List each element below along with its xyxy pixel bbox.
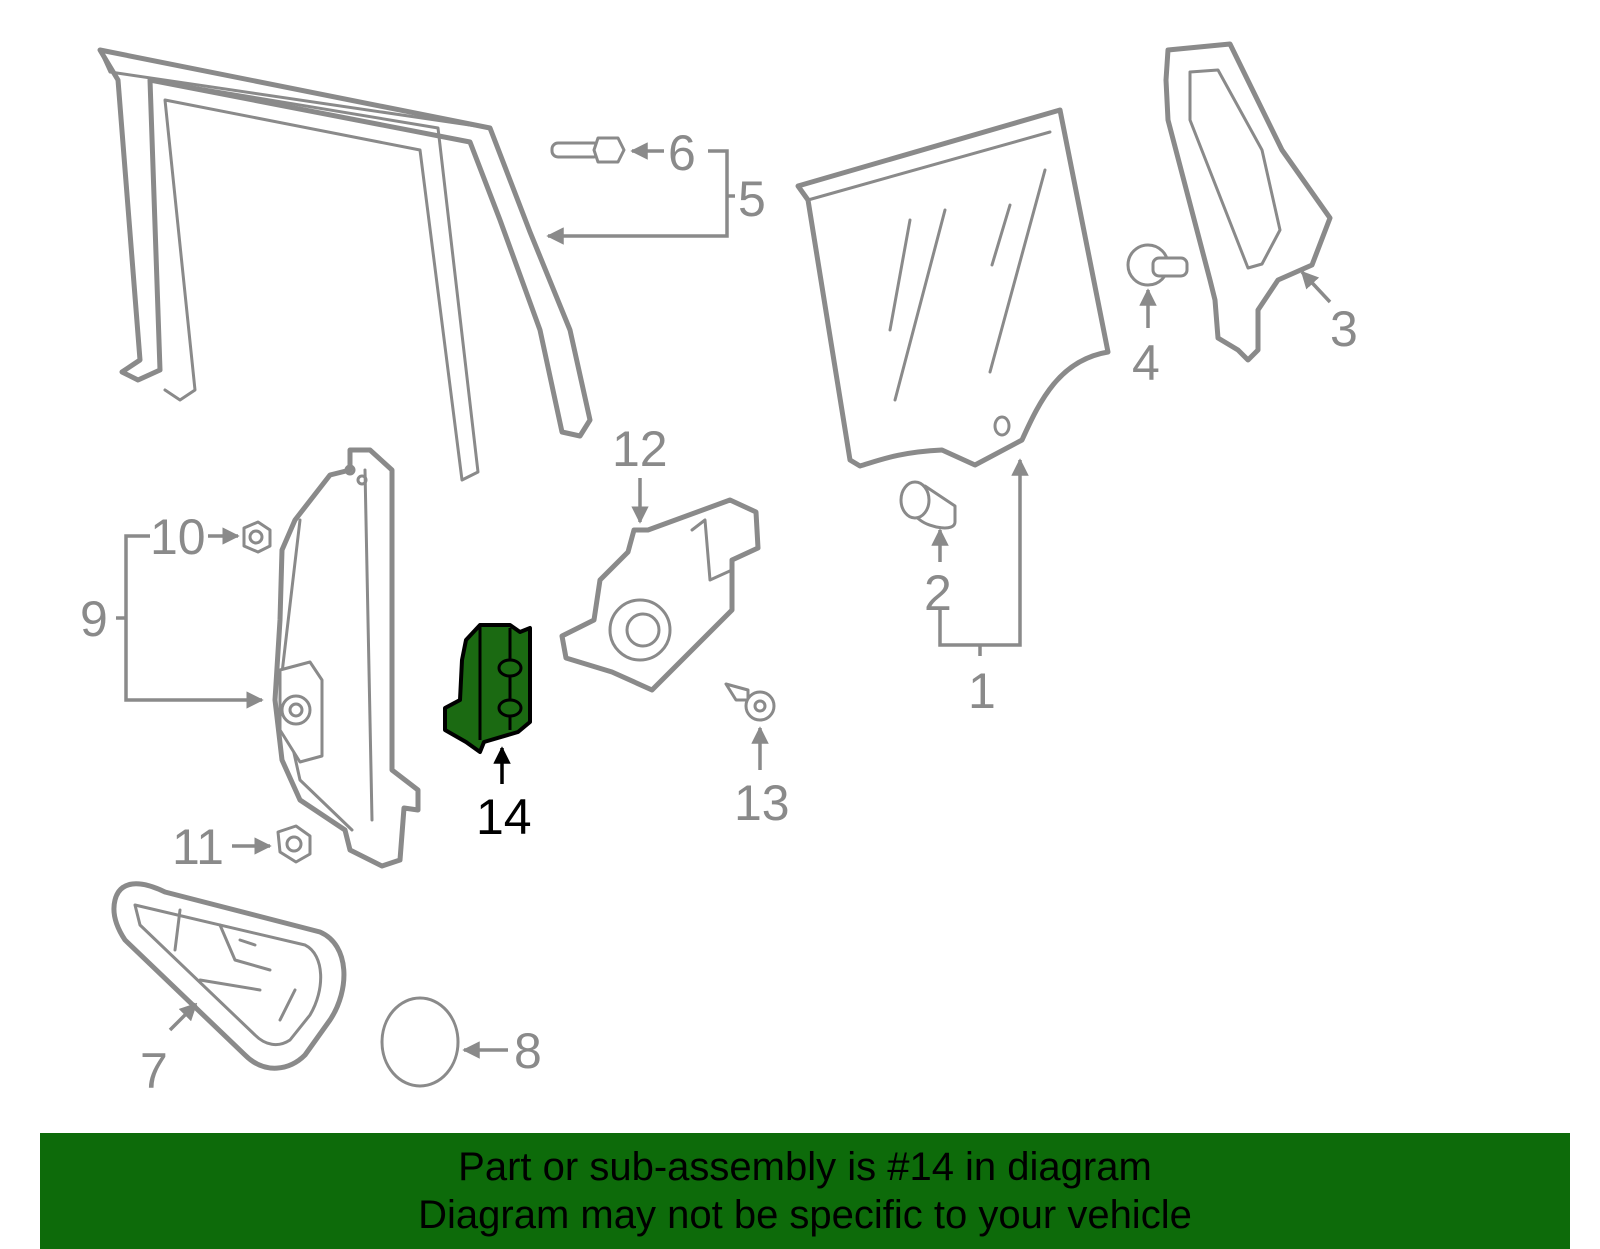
callout-9: 9 <box>80 591 108 647</box>
part-6-bolt <box>550 136 626 164</box>
banner-line-1: Part or sub-assembly is #14 in diagram <box>458 1145 1152 1189</box>
part-11-nut <box>276 824 312 864</box>
part-12-window-motor <box>559 497 761 693</box>
part-8-seal <box>380 996 460 1088</box>
part-1-door-glass <box>795 107 1111 469</box>
part-13-screw <box>724 682 776 722</box>
leader-lines <box>116 142 1332 1059</box>
part-3-quarter-glass <box>1163 41 1333 363</box>
part-4-screw <box>1126 243 1189 287</box>
info-banner: Part or sub-assembly is #14 in diagram D… <box>40 1133 1570 1249</box>
part-9-window-regulator <box>272 447 421 869</box>
callout-11: 11 <box>172 819 224 875</box>
part-7-access-panel <box>111 881 347 1071</box>
callout-8: 8 <box>514 1023 542 1079</box>
callout-13: 13 <box>734 775 790 831</box>
callout-7: 7 <box>140 1043 168 1099</box>
part-14-bracket-highlighted <box>443 623 532 754</box>
callout-1: 1 <box>968 663 996 719</box>
callout-10: 10 <box>150 509 206 565</box>
callout-14: 14 <box>476 789 532 845</box>
callout-3: 3 <box>1330 301 1358 357</box>
part-5-window-channel <box>97 47 593 482</box>
part-2-bumper <box>899 480 957 530</box>
callout-2: 2 <box>924 565 952 621</box>
callout-5: 5 <box>738 171 766 227</box>
part-10-nut <box>242 520 272 554</box>
callout-labels: 1 2 3 4 5 6 7 8 9 10 11 12 13 14 <box>80 125 1358 1099</box>
parts-diagram: 1 2 3 4 5 6 7 8 9 10 11 12 13 14 <box>80 41 1358 1099</box>
banner-line-2: Diagram may not be specific to your vehi… <box>418 1193 1192 1237</box>
callout-6: 6 <box>668 125 696 181</box>
callout-4: 4 <box>1132 335 1160 391</box>
callout-12: 12 <box>612 421 668 477</box>
